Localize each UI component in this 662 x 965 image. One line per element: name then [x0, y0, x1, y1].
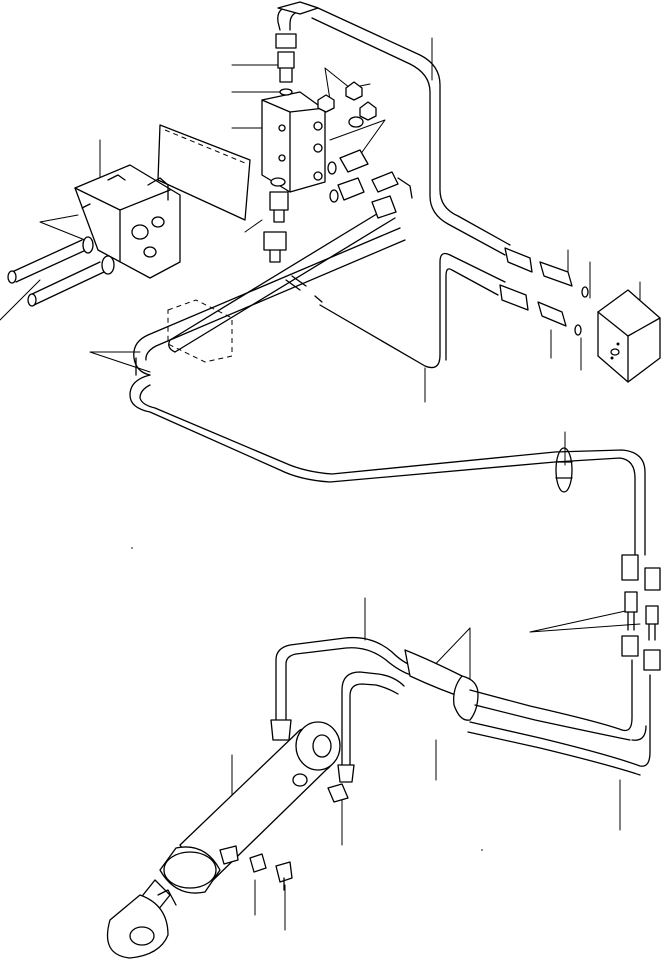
dashed-plate [167, 299, 233, 363]
hydraulic-cylinder [106, 721, 349, 959]
fittings-manifold-side [327, 149, 413, 219]
control-valve-left [74, 124, 251, 279]
cover-pad [597, 289, 661, 383]
fittings-top [275, 1, 377, 128]
stray-marks [131, 547, 483, 851]
right-vertical-fittings [621, 554, 661, 671]
manifold-block [261, 91, 326, 193]
bolts-and-washers [7, 236, 115, 307]
right-fittings [499, 247, 589, 336]
upper-tube-lines [129, 3, 646, 556]
lower-hoses [270, 636, 651, 783]
tube-clamp [555, 447, 573, 493]
fittings-bottom [263, 177, 289, 263]
